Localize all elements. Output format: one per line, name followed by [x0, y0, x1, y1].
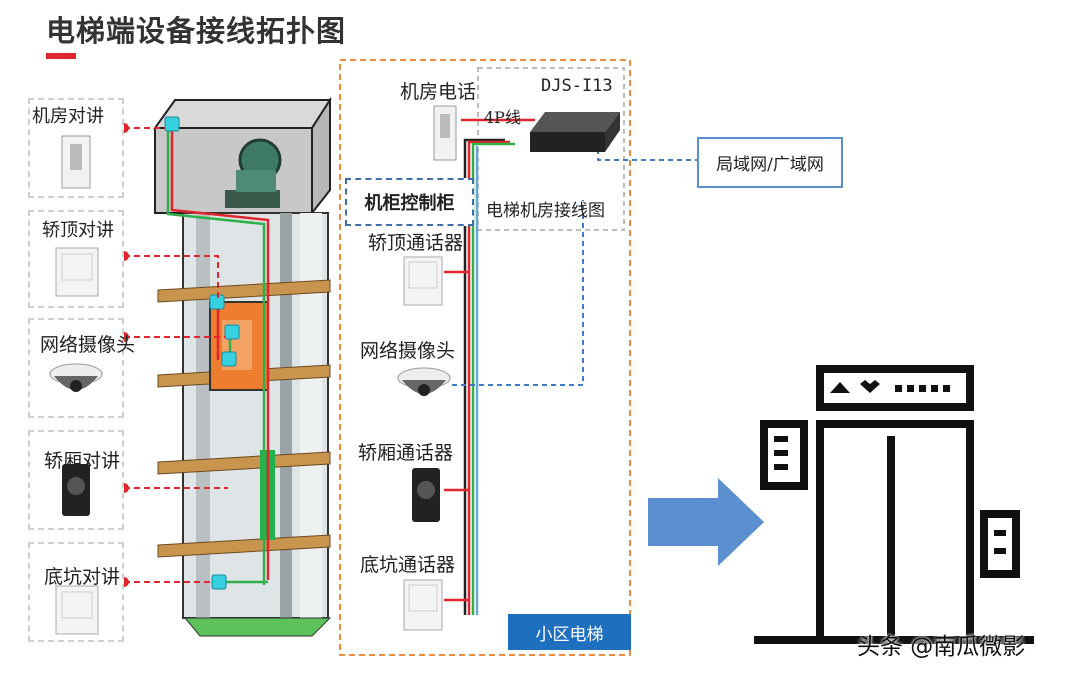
traction-machine-icon — [225, 138, 282, 208]
device-stubs — [444, 270, 470, 602]
device-label: 底坑对讲 — [44, 566, 121, 588]
device-card-car-intercom: 轿厢对讲 — [28, 430, 124, 530]
car-intercom-icon — [412, 468, 440, 522]
intercom-panel-icon — [61, 135, 91, 189]
machine-room-diagram-label: 电梯机房接线图 — [486, 201, 605, 221]
connection-points — [164, 116, 240, 590]
device-label: 轿顶对讲 — [42, 220, 114, 241]
right-device-label: 轿厢通话器 — [358, 442, 454, 464]
right-device-label: 底坑通话器 — [360, 554, 456, 576]
device-label: 网络摄像头 — [40, 334, 136, 356]
device-card-network-camera: 网络摄像头 — [28, 318, 135, 418]
community-elevator-frame — [339, 59, 631, 656]
dome-camera-icon — [49, 363, 103, 392]
car-intercom-icon — [62, 464, 90, 516]
speaker-box-icon — [403, 256, 443, 306]
right-device-label: 网络摄像头 — [360, 340, 456, 362]
machine-room-phone-label: 机房电话 — [400, 81, 477, 103]
wire-type-label: 4P线 — [484, 108, 521, 127]
right-device-label: 轿顶通话器 — [368, 232, 464, 254]
speaker-box-icon — [55, 585, 99, 635]
network-links — [452, 140, 697, 386]
device-card-pit-intercom: 底坑对讲 — [28, 542, 124, 642]
title-underline — [46, 53, 76, 59]
page-title: 电梯端设备接线拓扑图 — [46, 14, 347, 48]
dome-camera-icon — [397, 367, 451, 396]
elevator-icon — [754, 362, 1034, 644]
speaker-box-icon — [403, 579, 443, 631]
arrow-right-icon — [648, 478, 764, 566]
watermark: 头条 @南瓜微影 — [857, 634, 1026, 660]
elevator-indicator-icons — [774, 380, 1006, 554]
phone-panel-icon — [433, 105, 457, 161]
device-card-car-top-intercom: 轿顶对讲 — [28, 210, 124, 308]
device-label: 机房对讲 — [32, 106, 104, 127]
speaker-box-icon — [55, 247, 99, 297]
network-label: 局域网/广域网 — [697, 137, 843, 188]
community-elevator-badge: 小区电梯 — [508, 614, 631, 650]
device-model-label: DJS-I13 — [541, 76, 613, 96]
djs-i13-device-icon — [530, 112, 620, 152]
leader-lines — [124, 127, 228, 583]
riser-wiring — [461, 118, 535, 615]
device-card-machine-room-intercom: 机房对讲 — [28, 98, 124, 198]
cabinet-control-label: 机柜控制柜 — [345, 178, 474, 226]
